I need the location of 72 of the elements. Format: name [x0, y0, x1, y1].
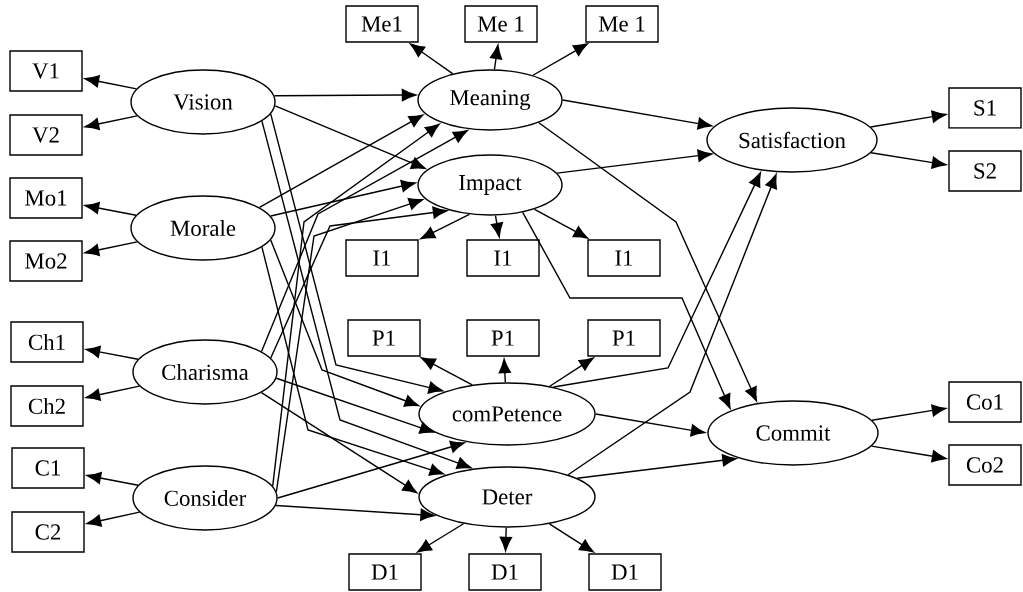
arrow	[490, 214, 503, 238]
arrow	[567, 173, 777, 476]
arrow	[870, 151, 947, 169]
arrow	[522, 211, 731, 409]
indicator-box: C1	[11, 447, 85, 489]
arrow	[533, 208, 589, 239]
arrow	[420, 357, 473, 386]
arrow	[420, 213, 471, 240]
indicator-box: V2	[9, 114, 83, 156]
indicator-box: Mo1	[9, 177, 83, 219]
indicator-box: P1	[347, 319, 421, 357]
arrow	[595, 413, 706, 437]
arrow	[86, 471, 139, 486]
arrow	[84, 201, 137, 216]
arrow	[84, 115, 138, 131]
indicator-box: P1	[466, 319, 540, 357]
indicator-box: D1	[468, 553, 542, 591]
arrow	[270, 113, 443, 394]
arrow	[532, 43, 588, 76]
arrow	[84, 241, 138, 257]
arrow	[258, 114, 424, 209]
arrow	[275, 504, 435, 521]
indicator-box: S2	[948, 150, 1022, 192]
arrow	[261, 120, 472, 470]
indicator-box: Ch1	[10, 321, 84, 363]
arrow	[270, 179, 416, 217]
indicator-box: D1	[588, 553, 662, 591]
indicator-box: P1	[587, 319, 661, 357]
arrow	[576, 454, 737, 479]
arrow	[869, 110, 947, 128]
arrow	[275, 197, 424, 493]
indicator-box: Co2	[948, 444, 1022, 486]
indicator-box: I1	[345, 239, 419, 277]
arrow	[260, 130, 468, 353]
indicator-box: Me1	[345, 5, 419, 43]
arrow	[274, 105, 426, 170]
indicator-box: S1	[948, 87, 1022, 129]
arrow	[85, 385, 141, 401]
arrow	[498, 358, 511, 383]
indicator-box: Mo2	[9, 240, 83, 282]
arrow	[260, 391, 418, 494]
arrow	[270, 206, 448, 359]
indicator-box: I1	[466, 239, 540, 277]
indicator-box: V1	[9, 50, 83, 92]
arrow	[84, 75, 138, 90]
arrow	[273, 88, 417, 102]
arrow	[270, 239, 420, 407]
arrow	[277, 440, 465, 499]
arrow	[538, 122, 758, 402]
indicator-box: D1	[348, 553, 422, 591]
arrow	[499, 527, 513, 552]
arrow	[86, 511, 141, 527]
indicator-box: I1	[587, 239, 661, 277]
arrow	[553, 172, 761, 388]
arrow	[871, 404, 947, 421]
indicator-box: C2	[11, 511, 85, 553]
arrow	[556, 149, 713, 174]
arrow	[417, 523, 465, 553]
arrow	[272, 123, 440, 487]
arrow	[275, 377, 435, 434]
arrow	[549, 357, 594, 387]
arrow	[410, 43, 454, 75]
arrow	[548, 523, 595, 553]
indicator-box: Co1	[948, 381, 1022, 423]
indicator-box: Ch2	[10, 385, 84, 427]
arrow	[261, 246, 445, 476]
arrow	[85, 345, 139, 360]
arrow	[562, 99, 713, 130]
arrow	[489, 44, 503, 71]
indicator-box: Me 1	[464, 5, 538, 43]
indicator-box: Me 1	[585, 5, 659, 43]
arrow	[870, 445, 947, 463]
